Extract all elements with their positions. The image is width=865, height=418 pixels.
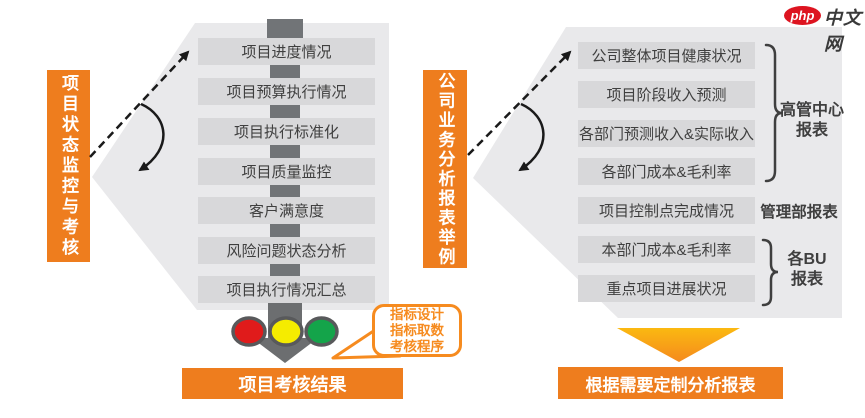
- section-title-left: 项目状态监控与考核: [47, 70, 90, 262]
- flow-connector: [270, 263, 300, 277]
- list-item: 风险问题状态分析: [198, 237, 375, 264]
- list-item: 项目预算执行情况: [198, 78, 375, 105]
- callout-line: 考核程序: [390, 338, 444, 354]
- list-item: 各部门预测收入&实际收入: [578, 120, 755, 147]
- brace-bu: [761, 238, 779, 307]
- down-arrow-icon: [252, 303, 318, 363]
- result-box-left: 项目考核结果: [182, 368, 403, 399]
- list-item: 重点项目进展状况: [578, 275, 755, 302]
- flow-connector: [270, 104, 300, 119]
- callout-bubble: 指标设计 指标取数 考核程序: [372, 304, 462, 357]
- list-item: 项目进度情况: [198, 38, 375, 65]
- group-label-bu: 各BU报表: [787, 251, 827, 288]
- callout-line: 指标取数: [390, 322, 444, 338]
- list-item: 项目执行情况汇总: [198, 276, 375, 303]
- flow-connector-top: [267, 19, 303, 40]
- flow-connector: [270, 64, 300, 79]
- flow-connector: [270, 223, 300, 238]
- site-logo-text: 中文网: [824, 8, 862, 54]
- list-item: 项目阶段收入预测: [578, 81, 755, 108]
- result-box-right: 根据需要定制分析报表: [558, 367, 783, 399]
- traffic-light-red-icon: [231, 316, 267, 347]
- curve-arrow-left: [138, 102, 165, 172]
- callout-line: 指标设计: [390, 306, 444, 322]
- group-label-executive: 高管中心报表: [780, 102, 845, 139]
- traffic-light-yellow-icon: [268, 316, 304, 347]
- dashed-arrow-left: [89, 50, 190, 158]
- list-item: 各部门成本&毛利率: [578, 158, 755, 185]
- flow-connector: [270, 144, 300, 159]
- down-triangle-icon: [617, 328, 740, 362]
- php-logo-icon: php: [784, 6, 821, 25]
- curve-arrow-right: [518, 102, 545, 172]
- group-label-management: 管理部报表: [760, 204, 838, 221]
- list-item: 项目质量监控: [198, 158, 375, 185]
- dashed-arrow-right: [467, 50, 572, 156]
- list-item: 公司整体项目健康状况: [578, 42, 755, 69]
- list-item: 客户满意度: [198, 197, 375, 224]
- list-item: 项目执行标准化: [198, 118, 375, 145]
- section-title-right: 公司业务分析报表举例: [423, 70, 467, 268]
- list-item: 本部门成本&毛利率: [578, 236, 755, 263]
- traffic-light-green-icon: [304, 316, 339, 347]
- list-item: 项目控制点完成情况: [578, 197, 755, 224]
- flow-connector: [270, 184, 300, 198]
